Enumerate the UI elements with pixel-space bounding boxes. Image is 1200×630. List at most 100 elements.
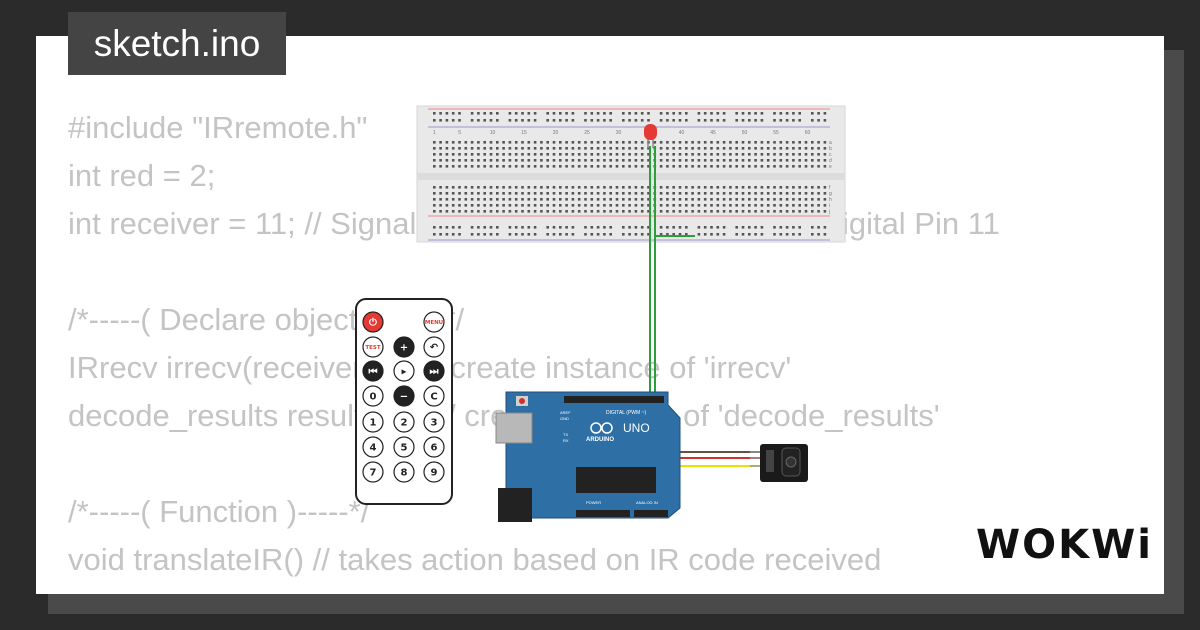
breadboard-hole — [622, 233, 625, 236]
remote-button-face[interactable] — [423, 436, 445, 458]
breadboard-hole — [433, 233, 436, 236]
remote-button-face[interactable] — [393, 411, 415, 433]
rx-label: RX — [563, 438, 569, 443]
breadboard-hole — [785, 210, 789, 213]
usb-port — [495, 412, 533, 444]
breadboard-hole — [817, 119, 820, 122]
remote-button-face[interactable] — [393, 436, 415, 458]
breadboard-hole — [477, 165, 480, 168]
remote-button[interactable]: MENU — [423, 311, 445, 333]
breadboard-hole — [773, 226, 776, 229]
breadboard-hole — [496, 153, 499, 156]
remote-button-face[interactable] — [423, 385, 445, 407]
remote-button[interactable]: 2 — [393, 411, 415, 433]
remote-button-face[interactable] — [362, 360, 384, 382]
breadboard-hole — [735, 153, 738, 156]
remote-button[interactable]: ⏭ — [423, 360, 445, 382]
remote-button-face[interactable] — [393, 461, 415, 483]
remote-button[interactable]: 7 — [362, 461, 384, 483]
remote-button-face[interactable] — [362, 336, 384, 358]
breadboard-hole — [483, 204, 486, 207]
breadboard-hole — [811, 165, 814, 168]
breadboard-hole — [470, 112, 474, 115]
breadboard-hole — [433, 165, 436, 168]
breadboard-hole — [659, 186, 663, 189]
remote-button[interactable]: 9 — [423, 461, 445, 483]
column-number: 25 — [584, 130, 590, 136]
remote-button-face[interactable] — [362, 436, 384, 458]
breadboard-hole — [672, 119, 675, 122]
breadboard-hole — [760, 159, 764, 162]
breadboard-hole — [754, 159, 757, 162]
breadboard-hole — [439, 147, 442, 150]
remote-button-face[interactable] — [362, 311, 384, 333]
breadboard-hole — [716, 141, 720, 144]
remote-button-face[interactable] — [362, 411, 384, 433]
remote-button-face[interactable] — [423, 461, 445, 483]
remote-button-label: C — [430, 392, 437, 403]
breadboard-hole — [666, 233, 669, 236]
breadboard-hole — [615, 153, 619, 156]
power-header — [576, 510, 630, 517]
breadboard-hole — [451, 204, 455, 207]
breadboard-hole — [477, 204, 480, 207]
breadboard-hole — [483, 198, 486, 201]
breadboard-hole — [659, 198, 663, 201]
remote-button-face[interactable] — [393, 336, 415, 358]
breadboard-hole — [546, 165, 549, 168]
code-line: /*-----( Function )-----*/ — [68, 494, 370, 529]
breadboard-hole — [703, 233, 707, 236]
remote-button-face[interactable] — [423, 311, 445, 333]
breadboard-hole — [811, 112, 814, 115]
remote-button[interactable]: 1 — [362, 411, 384, 433]
remote-button[interactable]: ↶ — [423, 336, 445, 358]
remote-button-face[interactable] — [423, 336, 445, 358]
remote-button[interactable]: 8 — [393, 461, 415, 483]
remote-button-label: − — [400, 392, 408, 403]
breadboard-hole — [710, 165, 713, 168]
remote-button[interactable]: + — [393, 336, 415, 358]
breadboard-hole — [565, 186, 568, 189]
remote-button[interactable]: 0 — [362, 385, 384, 407]
breadboard-hole — [577, 153, 581, 156]
remote-button[interactable]: 5 — [393, 436, 415, 458]
remote-button[interactable]: C — [423, 385, 445, 407]
remote-button-label: 0 — [370, 392, 377, 403]
breadboard-hole — [647, 192, 650, 195]
remote-button[interactable]: 6 — [423, 436, 445, 458]
remote-button[interactable]: ⏮ — [362, 360, 384, 382]
remote-button[interactable]: ▸ — [393, 360, 415, 382]
remote-button-face[interactable] — [362, 461, 384, 483]
breadboard-hole — [439, 198, 442, 201]
breadboard-hole — [722, 147, 726, 150]
breadboard-hole — [596, 204, 600, 207]
remote-button-face[interactable] — [423, 411, 445, 433]
reset-button[interactable] — [519, 398, 525, 404]
remote-button[interactable]: 4 — [362, 436, 384, 458]
breadboard-hole — [785, 165, 789, 168]
breadboard-hole — [785, 204, 789, 207]
breadboard-hole — [433, 204, 436, 207]
remote-button-face[interactable] — [423, 360, 445, 382]
breadboard-hole — [716, 147, 720, 150]
breadboard-hole — [666, 198, 669, 201]
breadboard-hole — [433, 210, 436, 213]
breadboard-hole — [785, 198, 789, 201]
remote-button-face[interactable] — [393, 385, 415, 407]
breadboard-hole — [584, 192, 587, 195]
remote-button[interactable]: − — [393, 385, 415, 407]
breadboard-hole — [470, 233, 474, 236]
breadboard-hole — [729, 147, 732, 150]
remote-button-face[interactable] — [362, 385, 384, 407]
remote-button[interactable]: 3 — [423, 411, 445, 433]
remote-button[interactable]: ⏻ — [362, 311, 384, 333]
breadboard-hole — [634, 192, 638, 195]
remote-button-face[interactable] — [393, 360, 415, 382]
power-label: POWER — [586, 500, 601, 505]
breadboard-hole — [628, 210, 631, 213]
remote-button[interactable]: TEST — [362, 336, 384, 358]
breadboard-hole — [464, 192, 468, 195]
breadboard-hole — [798, 198, 801, 201]
breadboard-hole — [590, 159, 594, 162]
breadboard-hole — [798, 186, 801, 189]
